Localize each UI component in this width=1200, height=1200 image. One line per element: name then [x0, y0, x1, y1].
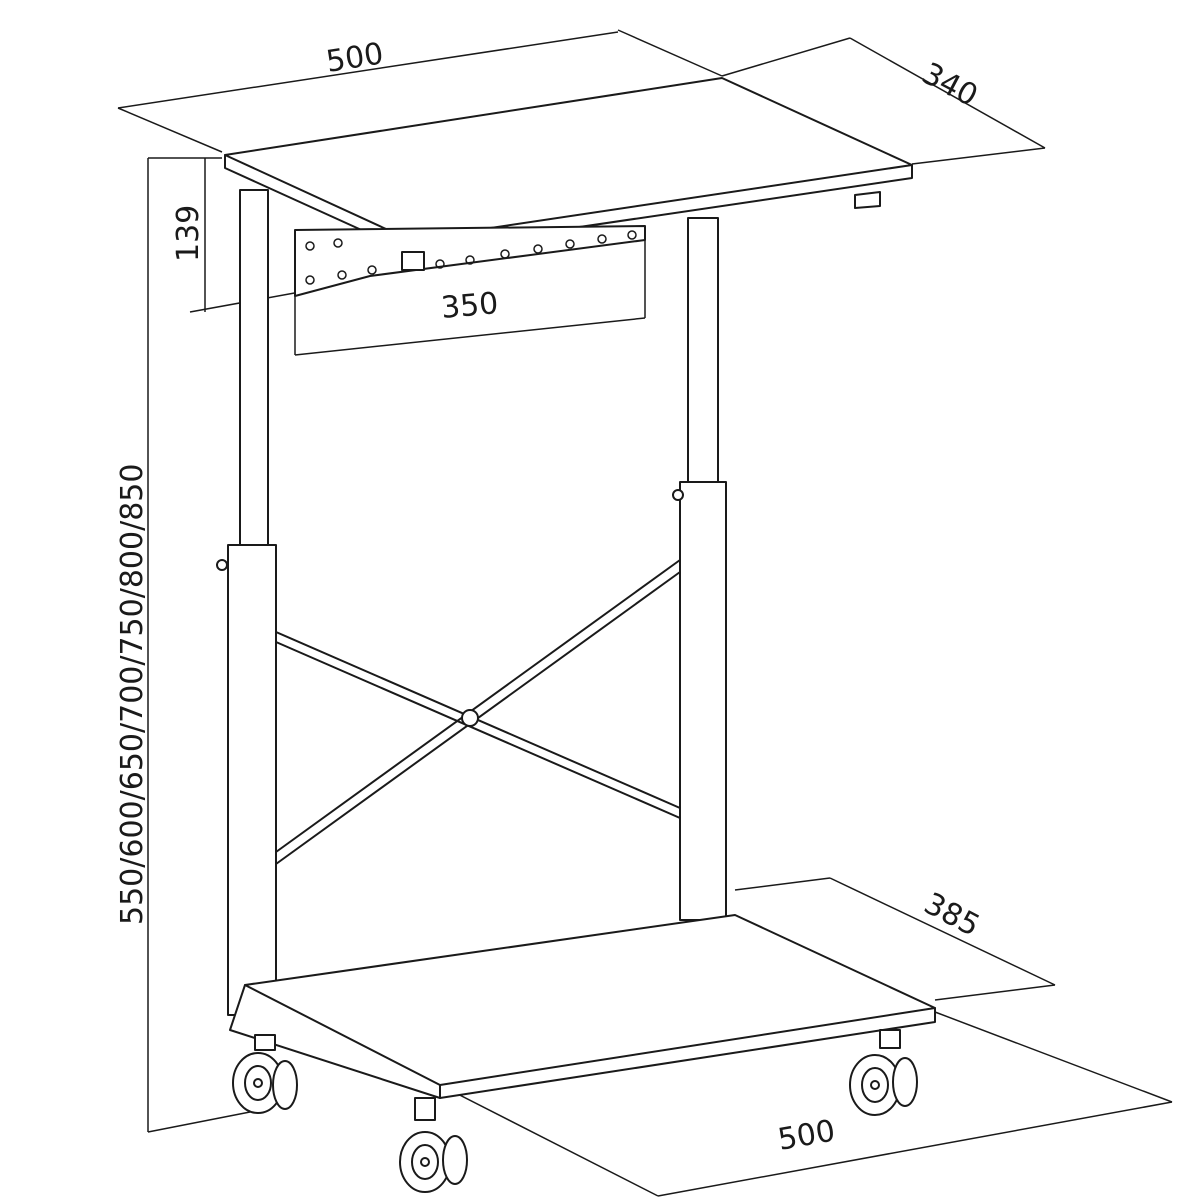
caster-right [849, 1054, 918, 1116]
bottom-shelf [229, 914, 936, 1121]
label-height-range: 550/600/650/700/750/800/850 [115, 464, 150, 925]
caster-left [232, 1052, 298, 1114]
label-bracket-height: 139 [171, 205, 206, 262]
legs [216, 189, 727, 1016]
label-top-width: 500 [324, 36, 386, 80]
dimension-lines [117, 29, 1173, 1197]
label-shelf-width: 500 [775, 1113, 837, 1157]
bracket-holes [305, 230, 637, 285]
label-bracket-width: 350 [440, 286, 500, 326]
caster-front [399, 1131, 468, 1193]
casters [232, 1052, 918, 1193]
tabletop [224, 77, 913, 297]
cross-braces [275, 559, 681, 865]
label-top-depth: 340 [916, 56, 983, 114]
